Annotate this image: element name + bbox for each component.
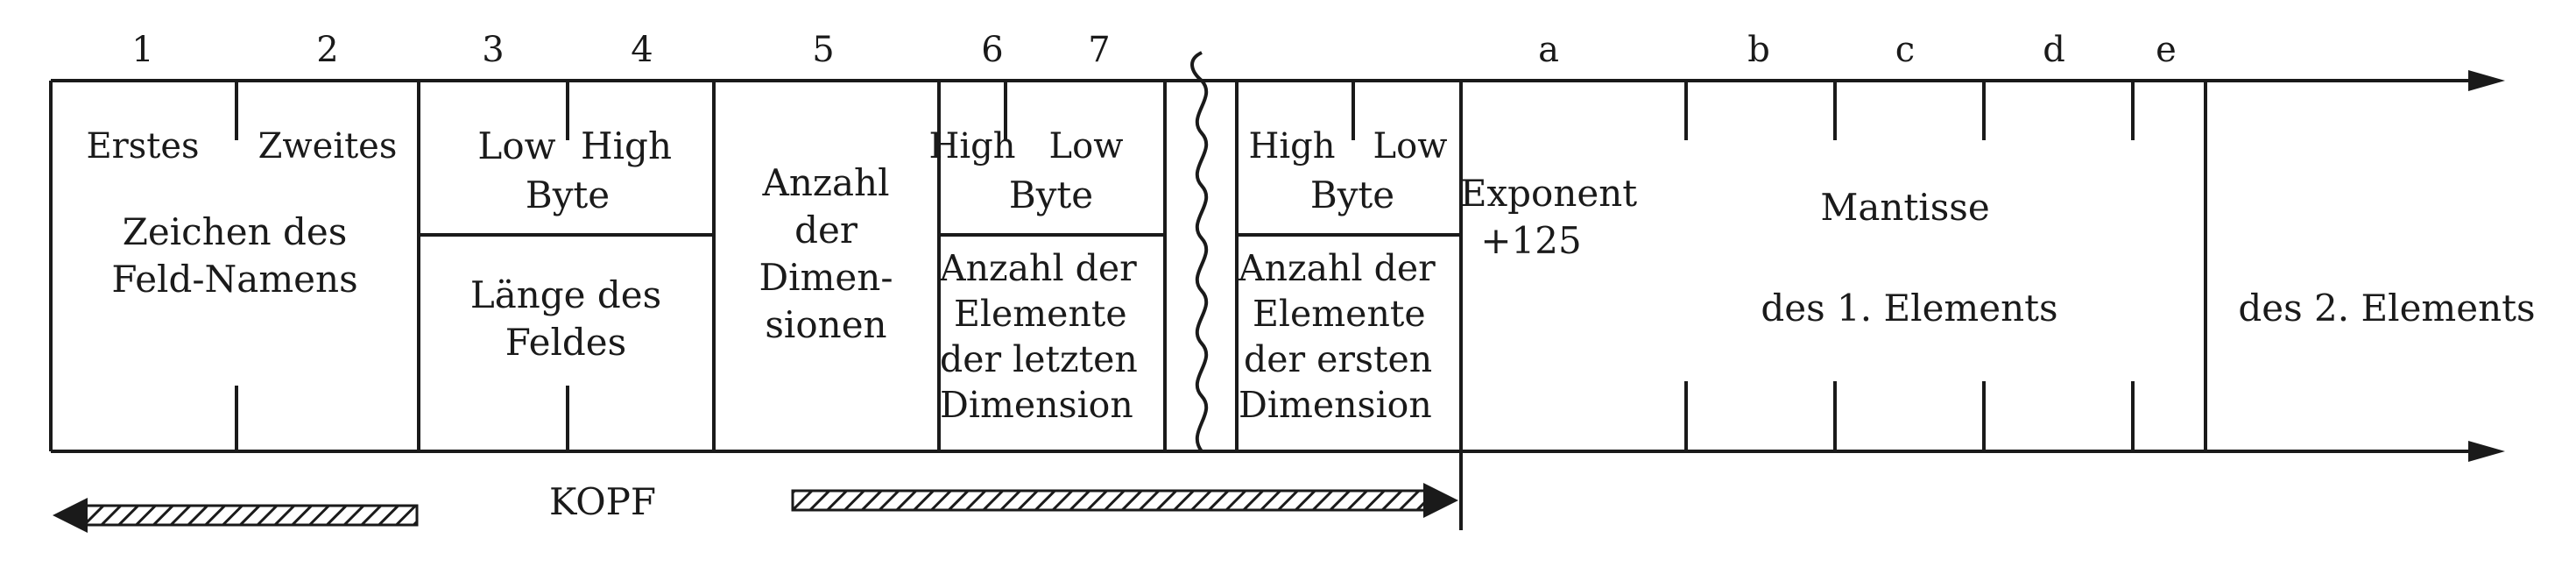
first-dim-low-label: Low [1373, 126, 1448, 167]
byte-number-5: 5 [812, 30, 835, 70]
mantissa-letter-e: e [2156, 30, 2177, 70]
element-2-label: des 2. Elements [2238, 287, 2536, 330]
byte-tick-marks [235, 81, 2135, 451]
field-borders [49, 81, 2207, 530]
first-dim-description: Anzahl der Elemente der ersten Dimension [1239, 247, 1436, 426]
byte-number-1: 1 [131, 30, 154, 70]
first-dim-byte-label: Byte [1309, 174, 1395, 216]
name-second-char-label: Zweites [258, 126, 398, 167]
byte-number-3: 3 [482, 30, 505, 70]
byte-number-7: 7 [1088, 30, 1111, 70]
mantissa-letter-b: b [1747, 30, 1770, 70]
first-dim-high-label: High [1248, 126, 1336, 167]
header-arrow-left [53, 498, 419, 533]
dimensions-description: Anzahl der Dimen- sionen [759, 161, 893, 346]
length-low-label: Low [477, 124, 556, 167]
length-byte-label: Byte [525, 174, 610, 216]
name-first-char-label: Erstes [86, 126, 200, 167]
byte-number-6: 6 [981, 30, 1004, 70]
break-wave [1190, 51, 1209, 453]
last-dim-byte-label: Byte [1008, 174, 1094, 216]
last-dim-high-label: High [928, 126, 1016, 167]
exponent-label: Exponent +125 [1459, 172, 1638, 262]
top-arrow [51, 70, 2505, 91]
element-1-label: des 1. Elements [1761, 287, 2058, 330]
length-description: Länge des Feldes [469, 273, 662, 364]
mantissa-label: Mantisse [1820, 186, 1990, 229]
byte-number-4: 4 [631, 30, 653, 70]
length-high-label: High [581, 124, 672, 167]
header-arrow-right [791, 483, 1458, 518]
last-dim-description: Anzahl der Elemente der letzten Dimensio… [940, 247, 1138, 426]
bottom-arrow [51, 441, 2505, 462]
header-label: KOPF [548, 480, 657, 523]
name-description: Zeichen des Feld-Namens [111, 210, 358, 301]
last-dim-low-label: Low [1048, 126, 1124, 167]
mantissa-letter-d: d [2043, 30, 2065, 70]
byte-number-2: 2 [316, 30, 339, 70]
mantissa-letter-a: a [1538, 30, 1559, 70]
mantissa-letter-c: c [1895, 30, 1916, 70]
